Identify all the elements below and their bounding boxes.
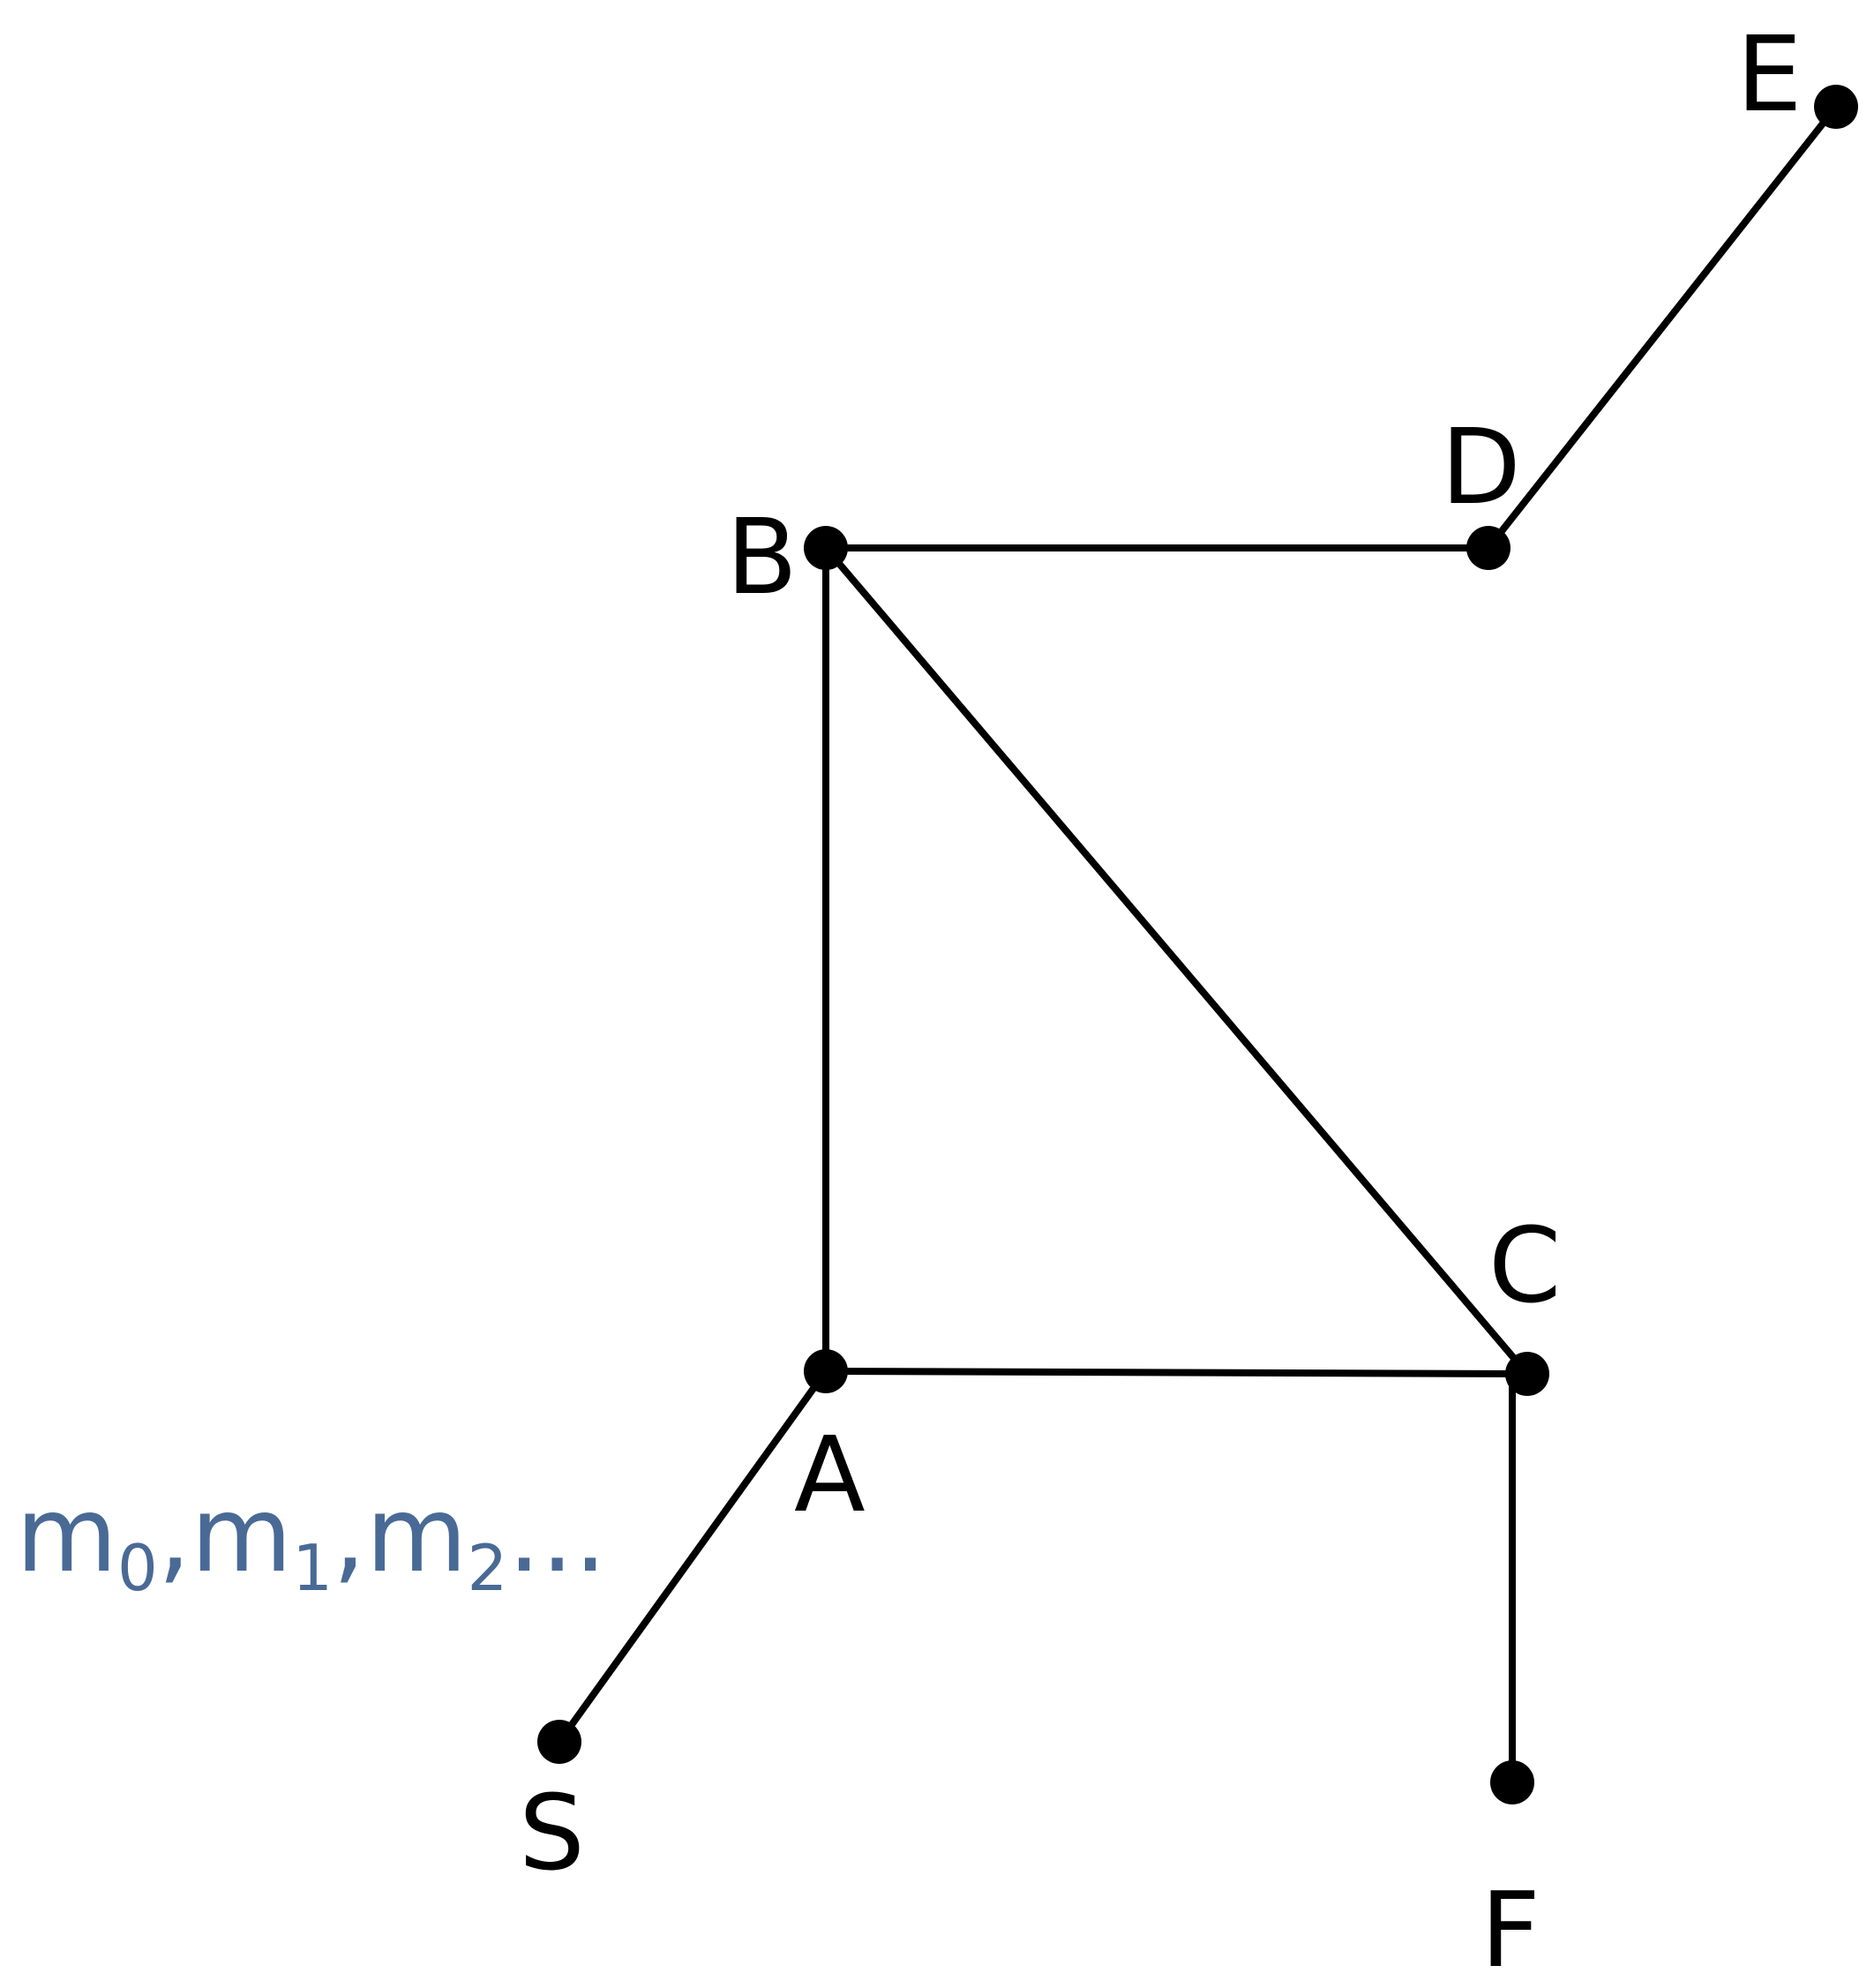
msg-comma-2: , <box>333 1474 366 1595</box>
node-label-e: E <box>1736 13 1803 135</box>
msg-m0-subscript: 0 <box>117 1531 158 1605</box>
node-b <box>804 526 848 570</box>
node-c <box>1505 1352 1549 1396</box>
node-f <box>1490 1760 1534 1804</box>
msg-m1-subscript: 1 <box>292 1531 333 1605</box>
msg-m0: m <box>16 1474 117 1595</box>
edge-s-a <box>556 1368 829 1745</box>
edge-b-c <box>822 544 1531 1377</box>
msg-m2-subscript: 2 <box>468 1531 508 1605</box>
node-label-f: F <box>1480 1869 1540 1988</box>
edge-a-c <box>822 1368 1531 1377</box>
node-d <box>1466 526 1510 570</box>
msg-m2: m <box>366 1474 468 1595</box>
msg-comma-1: , <box>158 1474 191 1595</box>
node-label-s: S <box>519 1772 585 1894</box>
node-label-d: D <box>1441 406 1521 528</box>
msg-m1: m <box>191 1474 292 1595</box>
node-s <box>537 1720 581 1764</box>
node-label-c: C <box>1488 1204 1561 1326</box>
message-sequence-label: m0,m1,m2... <box>16 1474 607 1605</box>
node-label-a: A <box>794 1414 866 1535</box>
node-e <box>1814 85 1858 129</box>
node-label-b: B <box>726 496 798 618</box>
node-a <box>804 1349 848 1393</box>
msg-ellipsis: ... <box>507 1474 607 1595</box>
edge-d-e <box>1485 103 1840 551</box>
